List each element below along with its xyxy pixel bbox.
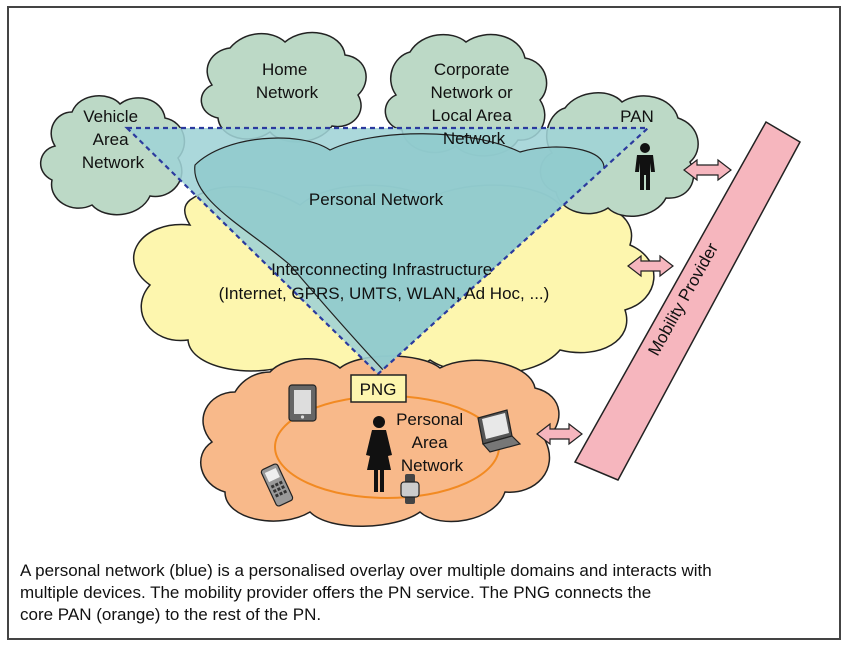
watch-icon — [400, 474, 420, 504]
personal-network-overlay — [124, 126, 651, 376]
caption-line: core PAN (orange) to the rest of the PN. — [20, 605, 322, 624]
person-icon — [366, 416, 392, 492]
home-network-cloud — [200, 31, 367, 143]
personal-network-border — [124, 126, 651, 376]
png-box — [350, 374, 407, 403]
home-cloud-shape — [200, 31, 367, 143]
figure-caption: A personal network (blue) is a personali… — [20, 560, 830, 626]
mobility-provider-shape — [573, 120, 802, 481]
double-arrow-icon — [627, 254, 674, 278]
laptop-icon — [477, 409, 522, 453]
png-gateway: PNG — [350, 374, 407, 403]
vehicle-cloud-shape — [40, 95, 186, 216]
double-arrow-icon — [536, 422, 583, 446]
png-label: PNG — [360, 380, 397, 399]
mobile-phone-icon — [260, 463, 294, 507]
tablet-icon — [288, 384, 317, 422]
double-arrow-icon — [683, 158, 732, 182]
pan-label: PAN — [620, 107, 654, 126]
infrastructure-label: Interconnecting Infrastructure (Internet… — [219, 260, 550, 303]
caption-line: A personal network (blue) is a personali… — [20, 561, 712, 580]
core-pan-label: Personal Area Network — [396, 410, 468, 475]
personal-network-label: Personal Network — [309, 190, 444, 209]
caption-line: multiple devices. The mobility provider … — [20, 583, 652, 602]
vehicle-area-network-cloud — [40, 95, 186, 216]
vehicle-area-network-label: Vehicle Area Network — [82, 107, 145, 172]
home-network-label: Home Network — [256, 60, 319, 102]
person-icon — [635, 143, 655, 190]
corporate-network-label: Corporate Network or Local Area Network — [431, 60, 518, 148]
